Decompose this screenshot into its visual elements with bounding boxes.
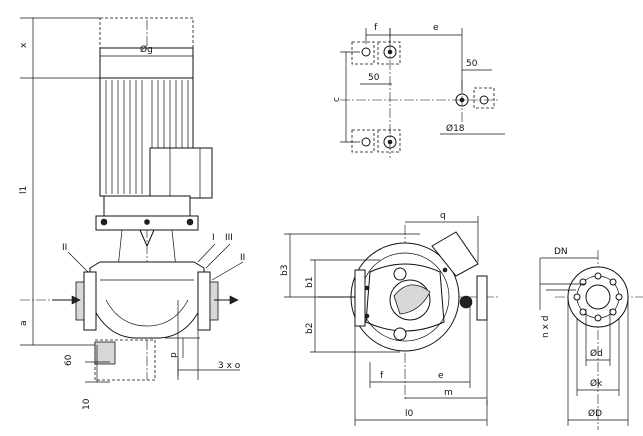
callout-II-right: II [240,253,245,263]
dim-a: a [19,320,29,326]
terminal-box [149,147,213,199]
outlet-flange [197,271,211,331]
flange-bore [585,284,611,310]
dim-diameter-g: Øg [140,44,153,55]
plan-dim-e: e [438,371,444,381]
dim-3xo: 3 x o [218,361,241,371]
dim-l1: l1 [19,186,29,194]
foot-dim-18: Ø18 [446,123,465,134]
plan-dim-l0: l0 [405,409,414,419]
dim-x: x [19,42,29,48]
callout-II-left: II [62,243,67,253]
plan-dim-b1: b1 [305,277,315,288]
flange-dim-DN: DN [554,247,568,257]
plan-dim-f: f [380,371,384,381]
lantern [103,195,191,217]
flange-dim-k: Øk [590,378,603,389]
flange-dim-D: ØD [588,408,602,419]
plan-dim-b2: b2 [305,323,315,334]
flange-dim-d: Ød [590,348,603,359]
callout-I: I [212,233,215,243]
side-view: x Øg l1 a 60 10 p 3 x o II I III II [19,17,245,410]
foot-dim-50-right: 50 [466,59,478,69]
plan-dim-q: q [440,211,446,221]
foot-detail: f e 50 50 c Ø18 [332,23,505,158]
dim-60: 60 [64,354,74,366]
foot-dim-50-left: 50 [368,73,380,83]
dim-p: p [169,352,179,358]
plan-dim-m: m [444,388,453,398]
flange-view: DN n x d Ød Øk ØD [539,247,643,430]
foot-dim-c: c [332,97,342,102]
callout-III: III [225,233,233,243]
inlet-flange [83,271,97,331]
motor-cap [99,47,194,79]
dim-10: 10 [82,398,92,410]
foot-dim-e: e [433,23,439,33]
plan-dim-b3: b3 [280,265,290,276]
pump-casing [89,261,205,339]
foot-dim-f: f [374,23,378,33]
flange-dim-nxd: n x d [541,316,551,338]
plan-view: q b3 b1 b2 f e m l0 [280,211,500,426]
